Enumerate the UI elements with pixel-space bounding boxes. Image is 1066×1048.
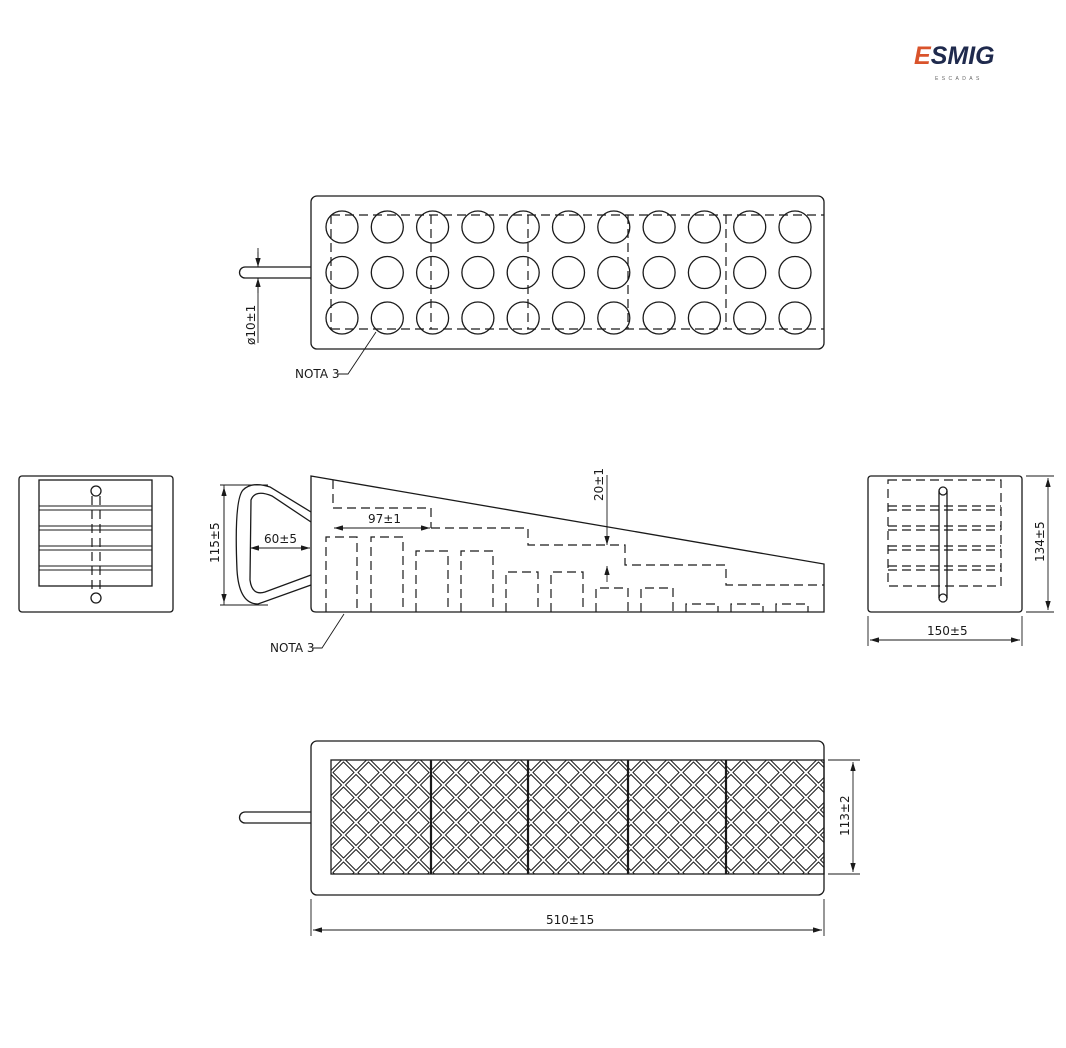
hole [506, 301, 540, 335]
hole [551, 210, 586, 244]
hole [551, 255, 586, 290]
esmig-logo: ESMIG ESCADAS [914, 42, 995, 82]
hole [687, 301, 722, 335]
step-label: 97±1 [368, 512, 401, 526]
side-view: 115±5 60±5 97±1 20±1 NOTA 3 [208, 468, 825, 655]
length-label: 510±15 [546, 913, 594, 927]
hidden-steps [332, 480, 824, 586]
diameter-label: ø10±1 [244, 305, 258, 345]
hole [415, 210, 450, 244]
hole [325, 301, 359, 335]
right-end-view: 134±5 150±5 [867, 475, 1054, 646]
step-height-label: 20±1 [592, 468, 606, 501]
hole [687, 255, 722, 290]
left-end-view [18, 475, 174, 613]
hole [415, 255, 450, 290]
hole [461, 210, 495, 244]
logo-letter-e: E [914, 42, 932, 70]
logo-text: ESMIG [914, 42, 995, 70]
hole [370, 255, 404, 290]
hole [370, 301, 404, 335]
hole [597, 210, 631, 244]
end-height-label: 134±5 [1033, 521, 1047, 562]
handle-rod-bottom [238, 811, 311, 824]
cell-dividers [429, 760, 728, 874]
side-outline [310, 475, 825, 613]
hole [642, 255, 676, 290]
hole [733, 301, 767, 335]
logo-subtitle: ESCADAS [935, 76, 983, 82]
hole [733, 210, 767, 244]
hole-grid [325, 210, 812, 335]
note-label: NOTA 3 [295, 367, 339, 381]
top-view: ø10±1 NOTA 3 [238, 195, 825, 381]
hole [461, 255, 495, 290]
end-width-label: 150±5 [927, 624, 968, 638]
hole [642, 210, 676, 244]
diamond-tread [330, 759, 825, 875]
hole [687, 210, 722, 244]
hole [642, 301, 676, 335]
hidden-cavities [325, 536, 809, 612]
note-leader [338, 331, 377, 375]
hole [778, 210, 812, 244]
hole [461, 301, 495, 335]
hole [506, 255, 540, 290]
handle-rod [238, 266, 311, 279]
top-outline [310, 195, 825, 350]
height-label: 115±5 [208, 522, 222, 563]
tread-width-label: 113±2 [838, 795, 852, 836]
hole [597, 301, 631, 335]
hole [597, 255, 631, 290]
logo-rest: SMIG [931, 42, 995, 70]
hole [370, 210, 404, 244]
hole [551, 301, 586, 335]
hole [778, 255, 812, 290]
hole [325, 255, 359, 290]
hole [733, 255, 767, 290]
bottom-view: 113±2 510±15 [238, 740, 860, 936]
hole [325, 210, 359, 244]
hidden-lines [330, 214, 824, 330]
note-label-side: NOTA 3 [270, 641, 314, 655]
handle-loop-inner [249, 492, 312, 594]
hole [506, 210, 540, 244]
hole [778, 301, 812, 335]
handle-width-label: 60±5 [264, 532, 297, 546]
hole [415, 301, 450, 335]
